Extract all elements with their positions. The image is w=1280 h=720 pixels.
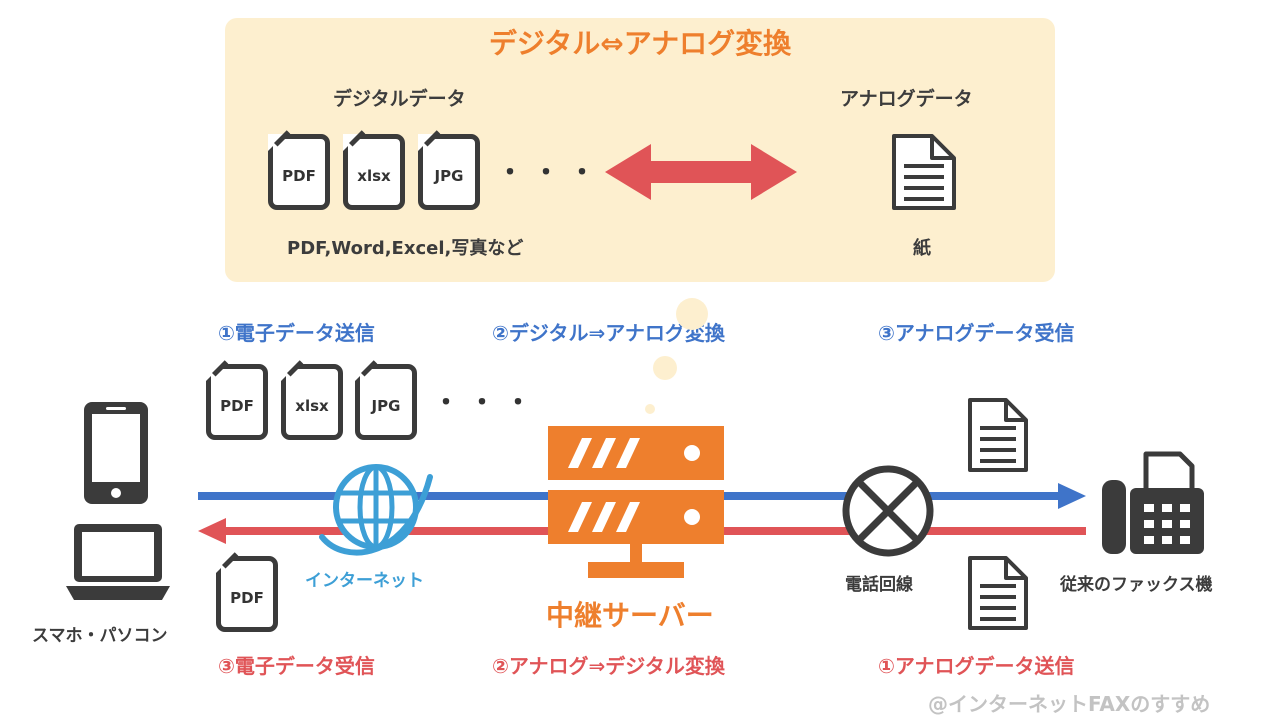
step-send-electronic: ①電子データ送信 [218,321,375,345]
paper-document-icon [892,134,956,210]
thought-bubbles [645,298,708,414]
phone-line-junction-icon [842,465,934,557]
analog-data-label: アナログデータ [840,88,973,110]
xlsx-file-icon: xlsx [343,134,405,210]
phone-line-label: 電話回線 [845,575,913,595]
fax-label: 従来のファックス機 [1060,575,1213,595]
smartphone-icon [84,402,148,504]
xlsx-file-icon: xlsx [281,364,343,440]
more-files-ellipsis: ・・・ [497,158,606,188]
internet-label: インターネット [305,571,424,591]
pdf-file-icon: PDF [268,134,330,210]
fax-machine-icon [1102,451,1204,554]
pdf-file-icon: PDF [206,364,268,440]
watermark: @インターネットFAXのすすめ [928,692,1211,716]
panel-title: デジタル⇔アナログ変換 [488,27,792,60]
paper-document-icon [968,398,1028,472]
send-arrowhead-icon [1058,483,1086,509]
paper-document-icon [968,556,1028,630]
relay-server-label: 中継サーバー [546,599,714,632]
bidirectional-arrow-icon [605,144,797,200]
step-send-analog: ①アナログデータ送信 [878,654,1075,678]
relay-server-icon [548,426,724,578]
device-label: スマホ・パソコン [32,626,168,646]
laptop-icon [66,524,170,600]
step-receive-electronic: ③電子データ受信 [218,654,375,678]
step-analog-to-digital: ②アナログ⇒デジタル変換 [492,654,725,678]
digital-caption: PDF,Word,Excel,写真など [287,238,524,259]
more-files-ellipsis: ・・・ [433,388,542,418]
receive-arrowhead-icon [198,518,226,544]
analog-caption: 紙 [913,238,931,259]
globe-icon [319,464,433,556]
digital-data-label: デジタルデータ [333,88,466,110]
step-receive-analog: ③アナログデータ受信 [878,321,1075,345]
jpg-file-icon: JPG [418,134,480,210]
received-pdf-file-icon: PDF [216,556,278,632]
jpg-file-icon: JPG [355,364,417,440]
